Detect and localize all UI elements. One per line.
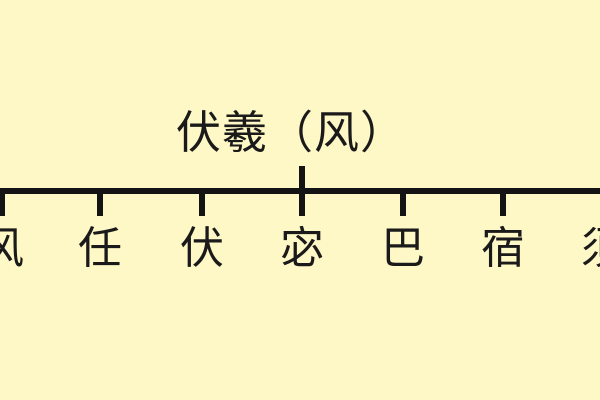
branch-label: 风 xyxy=(0,223,24,274)
branch-label: 宿 xyxy=(481,223,525,274)
branch-tick xyxy=(400,190,406,216)
branch-label: 巴 xyxy=(381,223,425,274)
branch-label: 任 xyxy=(78,223,122,274)
branch-tick xyxy=(97,190,103,216)
branch-tick xyxy=(199,190,205,216)
branch-tick xyxy=(299,190,305,216)
branch-label: 须 xyxy=(573,222,600,276)
branch-label: 宓 xyxy=(280,223,324,274)
root-title: 伏羲（风） xyxy=(176,106,407,159)
branch-tick xyxy=(500,190,506,216)
branch-label: 伏 xyxy=(180,223,224,274)
branch-tick xyxy=(0,190,5,216)
